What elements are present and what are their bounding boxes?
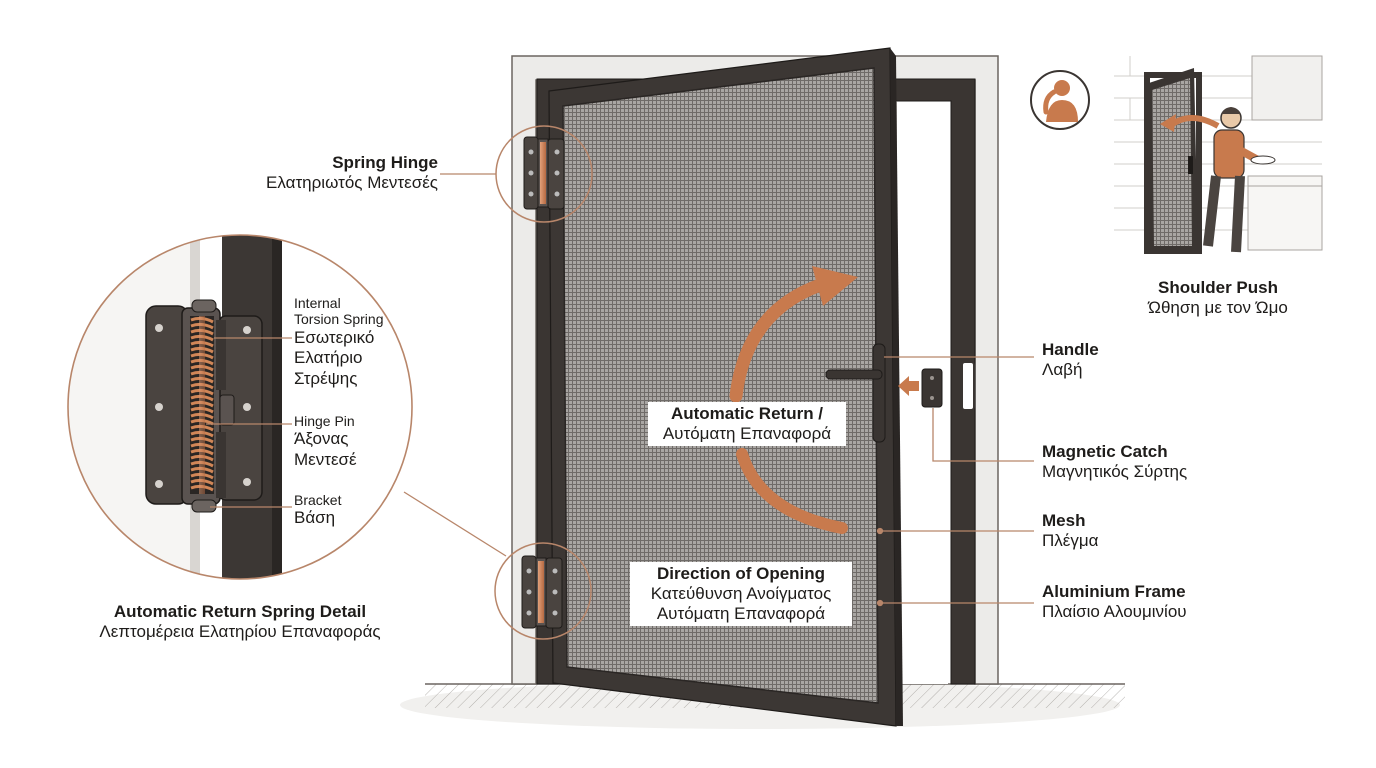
- door-handle: [825, 343, 886, 443]
- direction-en: Direction of Opening: [656, 564, 826, 583]
- direction-gr-return: Αυτόματη Επαναφορά: [656, 604, 826, 624]
- bottom-hinge-highlight: [494, 542, 592, 640]
- label-automatic-return: Automatic Return / Αυτόματη Επαναφορά: [648, 402, 846, 447]
- handle-gr: Λαβή: [1042, 360, 1083, 380]
- mesh-gr: Πλέγμα: [1042, 531, 1099, 551]
- frame-gr: Πλαίσιο Αλουμινίου: [1042, 602, 1187, 622]
- magnetic-catch: [898, 368, 943, 408]
- spring-detail-en: Automatic Return Spring Detail: [113, 602, 367, 621]
- label-bracket: Bracket Βάση: [294, 492, 341, 529]
- bracket-en: Bracket: [294, 492, 342, 508]
- shoulder-push-en: Shoulder Push: [1158, 278, 1278, 297]
- spring-detail-magnifier: [67, 234, 413, 580]
- shoulder-push-illustration: [1114, 55, 1323, 260]
- hinge-pin-en: Hinge Pin: [294, 413, 355, 429]
- label-aluminium-frame: Aluminium Frame Πλαίσιο Αλουμινίου: [1042, 582, 1187, 622]
- frame-en: Aluminium Frame: [1042, 582, 1186, 601]
- label-direction-of-opening: Direction of Opening Κατεύθυνση Ανοίγματ…: [630, 562, 852, 627]
- label-spring-detail: Automatic Return Spring Detail Λεπτομέρε…: [40, 602, 440, 642]
- label-mesh: Mesh Πλέγμα: [1042, 511, 1098, 551]
- spring-hinge-en: Spring Hinge: [332, 153, 438, 172]
- bottom-hinge: [521, 555, 563, 629]
- magnetic-catch-gr: Μαγνητικός Σύρτης: [1042, 462, 1188, 482]
- automatic-return-arrows: [729, 266, 858, 534]
- mesh-en: Mesh: [1042, 511, 1086, 530]
- label-magnetic-catch: Magnetic Catch Μαγνητικός Σύρτης: [1042, 442, 1187, 482]
- torsion-spring-gr: Εσωτερικό Ελατήριο Στρέψης: [294, 327, 375, 388]
- spring-hinge-gr: Ελατηριωτός Μεντεσές: [266, 173, 438, 193]
- bracket-gr: Βάση: [294, 508, 336, 528]
- shoulder-push-gr: Ώθηση με τον Ώμο: [1148, 298, 1288, 318]
- spring-detail-gr: Λεπτομέρεια Ελατηρίου Επαναφοράς: [99, 622, 381, 642]
- automatic-return-gr: Αυτόματη Επαναφορά: [662, 424, 832, 444]
- handle-en: Handle: [1042, 340, 1099, 359]
- person-hand-to-mouth-icon: [1030, 70, 1090, 130]
- magnetic-catch-en: Magnetic Catch: [1042, 442, 1168, 461]
- label-shoulder-push: Shoulder Push Ώθηση με τον Ώμο: [1118, 278, 1318, 318]
- top-hinge: [523, 136, 565, 210]
- door-leaf: [548, 47, 903, 727]
- label-torsion-spring: Internal Torsion Spring Εσωτερικό Ελατήρ…: [294, 295, 384, 389]
- automatic-return-en: Automatic Return /: [670, 404, 824, 423]
- label-spring-hinge: Spring Hinge Ελατηριωτός Μεντεσές: [266, 153, 438, 193]
- direction-gr: Κατεύθυνση Ανοίγματος: [650, 584, 832, 604]
- leader-lines: [403, 173, 1034, 607]
- label-hinge-pin: Hinge Pin Άξονας Μεντεσέ: [294, 413, 357, 470]
- frame-strike: [961, 361, 975, 411]
- hinge-pin-gr: Άξονας Μεντεσέ: [294, 429, 357, 469]
- torsion-spring-en: Internal Torsion Spring: [294, 295, 384, 328]
- label-handle: Handle Λαβή: [1042, 340, 1099, 380]
